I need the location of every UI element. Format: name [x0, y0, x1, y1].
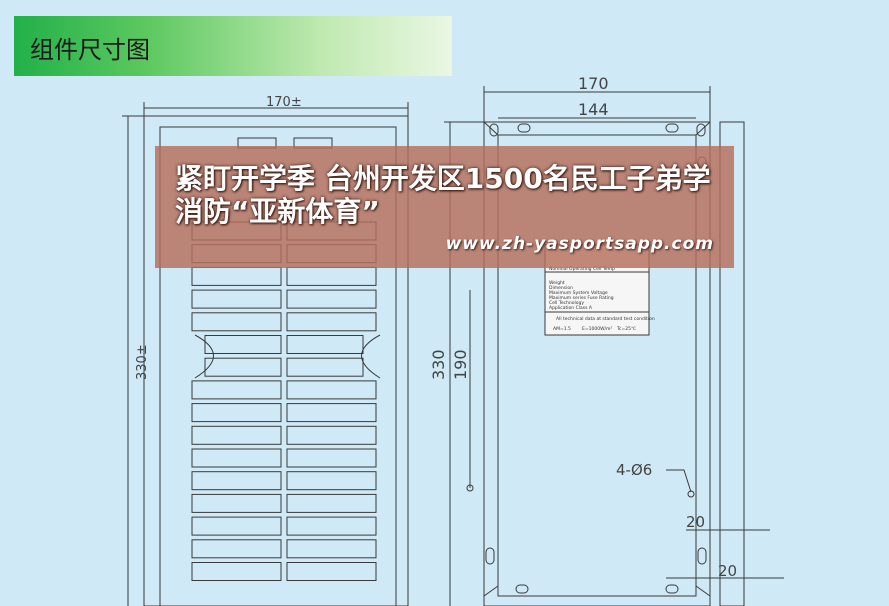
solar-cell [286, 539, 377, 559]
offset-top-label: 20 [686, 513, 705, 531]
spec-line-b0: Weight [549, 280, 565, 286]
spec-line-b3: Maximum series Fuse Rating [549, 295, 614, 301]
back-height-outer-label: 330 [429, 349, 448, 380]
cell-column-right [286, 221, 377, 581]
solar-cell [191, 380, 282, 400]
solar-cell [286, 289, 377, 309]
headline-text: 紧盯开学季 台州开发区1500名民工子弟学消防“亚新体育” [175, 162, 711, 228]
solar-cell [191, 403, 282, 423]
back-width-inner-label: 144 [578, 100, 609, 119]
solar-cell [204, 357, 282, 377]
solar-cell [191, 289, 282, 309]
spec-footer-1: E=1000W/m² [582, 326, 612, 332]
solar-cell [191, 516, 282, 536]
cell-column-left [191, 221, 282, 581]
mount-slot-tr [696, 123, 706, 137]
offset-bottom-label: 20 [718, 562, 737, 580]
mount-slot-tl [489, 123, 499, 137]
slide-title: 组件尺寸图 [30, 36, 150, 64]
solar-cell [191, 493, 282, 513]
front-waist-left [194, 334, 214, 379]
solar-cell [204, 335, 282, 354]
solar-cell [286, 357, 364, 377]
slide-title-bar: 组件尺寸图 [14, 16, 452, 76]
solar-cell [286, 312, 377, 332]
spec-line-b1: Dimension [549, 285, 573, 291]
hole-leader-line [666, 469, 692, 493]
solar-cell [191, 539, 282, 559]
mount-slot-bl [485, 547, 495, 565]
spec-line-b5: Application Class A [549, 305, 593, 311]
solar-cell [191, 266, 282, 286]
back-view-inner-frame [497, 134, 697, 597]
watermark-url: www.zh-yasportsapp.com [445, 234, 714, 254]
hole-spec-label: 4-Ø6 [616, 461, 652, 479]
solar-cell [286, 380, 377, 400]
solar-cell [286, 448, 377, 468]
front-width-label: 170± [266, 95, 302, 110]
spec-line-b2: Maximum System Voltage [549, 290, 608, 296]
solar-cell [191, 562, 282, 581]
headline-overlay: 紧盯开学季 台州开发区1500名民工子弟学消防“亚新体育” www.zh-yas… [155, 146, 734, 268]
mount-slot-tl2 [517, 123, 531, 133]
solar-cell [286, 493, 377, 513]
back-width-outer-label: 170 [578, 74, 609, 93]
spec-line-b4: Cell Technology [549, 300, 584, 306]
spec-note: All technical data at standard test cond… [556, 316, 655, 322]
solar-cell [191, 425, 282, 445]
back-view-frame [483, 121, 711, 606]
solar-cell [286, 266, 377, 286]
solar-cell [286, 403, 377, 423]
solar-cell [286, 562, 377, 581]
solar-cell [191, 448, 282, 468]
solar-cell [286, 471, 377, 491]
solar-cell [286, 516, 377, 536]
solar-cell [191, 471, 282, 491]
spec-footer-2: Tc=25℃ [616, 326, 636, 332]
spec-line-a0: Nominal Operating Cell Temp [549, 266, 615, 272]
spec-footer-0: AM=1.5 [553, 326, 571, 332]
front-waist-right [361, 334, 381, 379]
solar-cell [191, 312, 282, 332]
mount-slot-tr2 [665, 123, 679, 133]
front-height-label: 330± [135, 344, 150, 380]
solar-cell [286, 425, 377, 445]
solar-cell [286, 335, 364, 354]
front-view-inner-frame [159, 126, 397, 606]
mount-slot-bl2 [515, 584, 529, 594]
back-height-inner-label: 190 [451, 349, 470, 380]
mount-slot-br2 [665, 584, 679, 594]
mount-slot-br [697, 547, 707, 565]
front-view-frame [143, 115, 409, 606]
side-profile [719, 121, 745, 606]
